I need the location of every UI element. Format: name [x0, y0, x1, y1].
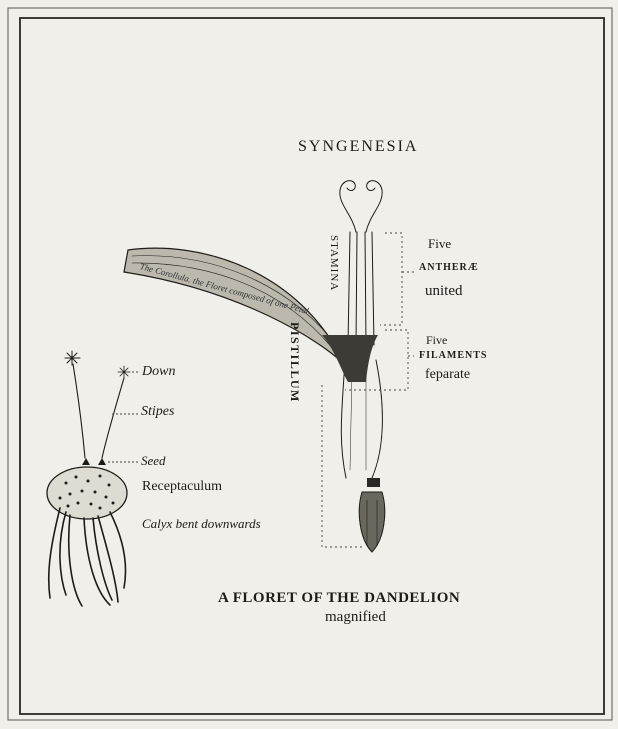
- stamina-label: STAMINA: [328, 235, 339, 291]
- seed-drawing: [47, 351, 130, 606]
- antherae-label: ANTHERÆ: [419, 263, 479, 273]
- filaments-label: FILAMENTS: [419, 351, 487, 361]
- stipe-right: [102, 378, 124, 458]
- receptaculum-label: Receptaculum: [142, 480, 222, 494]
- antherae-count: Five: [428, 237, 451, 250]
- plate-caption: A FLORET OF THE DANDELION: [218, 591, 460, 606]
- calyx-label: Calyx bent downwards: [142, 517, 261, 530]
- anther-tube: [348, 232, 374, 345]
- filaments-state: feparate: [425, 368, 470, 382]
- calyx: [49, 508, 126, 606]
- stipes-label: Stipes: [141, 405, 174, 419]
- outer-border: [8, 8, 612, 720]
- filament-base: [322, 335, 378, 382]
- down-label: Down: [142, 365, 175, 379]
- antherae-state: united: [425, 284, 463, 299]
- seed-label: Seed: [141, 454, 166, 467]
- pappus-left: [65, 351, 80, 365]
- pistillum-label: PISTILLUM: [289, 322, 301, 403]
- plate-subcaption: magnified: [325, 610, 386, 625]
- stigma-right: [366, 181, 382, 232]
- stipe-left: [73, 364, 85, 458]
- plate-title: SYNGENESIA: [298, 139, 418, 155]
- filaments-count: Five: [426, 334, 447, 346]
- inner-border: [20, 18, 604, 714]
- stigma-left: [340, 181, 356, 232]
- achene: [359, 492, 385, 552]
